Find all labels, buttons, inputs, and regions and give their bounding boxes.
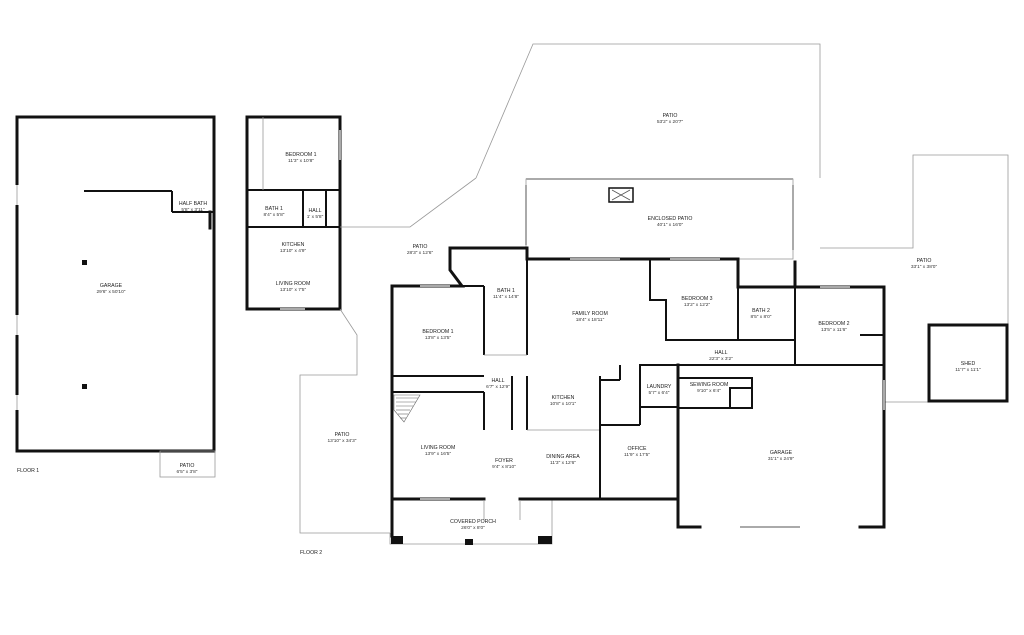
guest-bedroom-name: BEDROOM 1 [285, 152, 316, 158]
office-name: OFFICE [627, 446, 647, 452]
laundry-name: LAUNDRY [647, 384, 672, 390]
bedroom3-dim: 13'2" x 12'2" [684, 302, 711, 308]
living-room-name: LIVING ROOM [421, 445, 456, 451]
patio-mid-name: PATIO [413, 244, 428, 250]
dining-area-name: DINING AREA [546, 454, 580, 460]
garage-attached-name: GARAGE [770, 450, 793, 456]
half-bath-dim: 5'8" x 3'11" [181, 207, 205, 213]
guest-kitchen-dim: 13'10" x 4'9" [280, 248, 307, 254]
bath1-dim: 11'4" x 14'8" [493, 294, 519, 300]
bath2-dim: 8'5" x 8'0" [751, 314, 772, 320]
patio-mid-dim: 28'3" x 12'6" [407, 250, 434, 256]
family-room-name: FAMILY ROOM [572, 311, 608, 317]
bedroom1-dim: 13'8" x 13'5" [425, 335, 452, 341]
patio-right-dim: 33'1" x 38'0" [911, 264, 938, 270]
family-room-dim: 18'4" x 18'11" [576, 317, 605, 323]
hall-main-name: HALL [715, 350, 728, 356]
enclosed-patio-name: ENCLOSED PATIO [648, 216, 693, 222]
sewing-room-name: SEWING ROOM [690, 382, 729, 388]
patio-top-name: PATIO [663, 113, 678, 119]
guest-kitchen-name: KITCHEN [282, 242, 305, 248]
guest-bath-dim: 8'4" x 5'8" [264, 212, 285, 218]
guest-bath-name: BATH 1 [265, 206, 283, 212]
detached-garage-structure [15, 115, 216, 478]
bedroom2-dim: 13'5" x 11'6" [821, 327, 847, 333]
patio-f1-dim: 6'5" x 3'8" [177, 469, 198, 475]
hall-main-dim: 22'3" x 3'2" [709, 356, 733, 362]
sewing-room-dim: 9'10" x 6'4" [697, 388, 721, 394]
guest-bedroom-dim: 11'3" x 10'8" [288, 158, 314, 164]
bedroom3-name: BEDROOM 3 [681, 296, 712, 302]
patio-f1-name: PATIO [180, 463, 195, 469]
foyer-dim: 9'4" x 8'10" [492, 464, 516, 470]
patio-outlines [299, 43, 1009, 545]
kitchen-name: KITCHEN [552, 395, 575, 401]
covered-porch-dim: 26'0" x 8'0" [461, 525, 485, 531]
guest-living-name: LIVING ROOM [276, 281, 311, 287]
shed-name: SHED [961, 361, 976, 367]
kitchen-dim: 10'8" x 10'1" [550, 401, 577, 407]
patio-left-name: PATIO [335, 432, 350, 438]
dining-area-dim: 11'3" x 12'6" [550, 460, 576, 466]
patio-right-name: PATIO [917, 258, 932, 264]
covered-porch-name: COVERED PORCH [450, 519, 496, 525]
bedroom1-name: BEDROOM 1 [422, 329, 453, 335]
garage-detached-name: GARAGE [100, 283, 123, 289]
living-room-dim: 13'9" x 16'5" [425, 451, 452, 457]
garage-attached-dim: 31'1" x 24'9" [768, 456, 795, 462]
bedroom2-name: BEDROOM 2 [818, 321, 849, 327]
hall-small-dim: 6'7" x 12'9" [486, 384, 510, 390]
guest-living-dim: 13'10" x 7'5" [280, 287, 307, 293]
guest-hall-dim: 1' x 5'8" [307, 214, 324, 220]
bath1-name: BATH 1 [497, 288, 515, 294]
guest-hall-name: HALL [309, 208, 322, 214]
garage-detached-dim: 29'6" x 50'10" [97, 289, 126, 295]
enclosed-patio-dim: 40'1" x 16'0" [657, 222, 684, 228]
office-dim: 11'9" x 17'5" [624, 452, 650, 458]
shed-structure [927, 323, 1009, 403]
shed-dim: 11'7" x 11'1" [955, 367, 981, 373]
guest-house-structure [245, 115, 342, 311]
hall-small-name: HALL [492, 378, 505, 384]
floor1-label: FLOOR 1 [17, 468, 39, 474]
main-house-structure [390, 178, 886, 545]
foyer-name: FOYER [495, 458, 513, 464]
half-bath-name: HALF BATH [179, 201, 207, 207]
laundry-dim: 5'7" x 6'4" [649, 390, 670, 396]
patio-top-dim: 53'2" x 20'7" [657, 119, 684, 125]
floor2-label: FLOOR 2 [300, 550, 322, 556]
bath2-name: BATH 2 [752, 308, 770, 314]
patio-left-dim: 13'10" x 34'3" [328, 438, 357, 444]
room-labels: GARAGE 29'6" x 50'10" HALF BATH 5'8" x 3… [17, 113, 981, 556]
